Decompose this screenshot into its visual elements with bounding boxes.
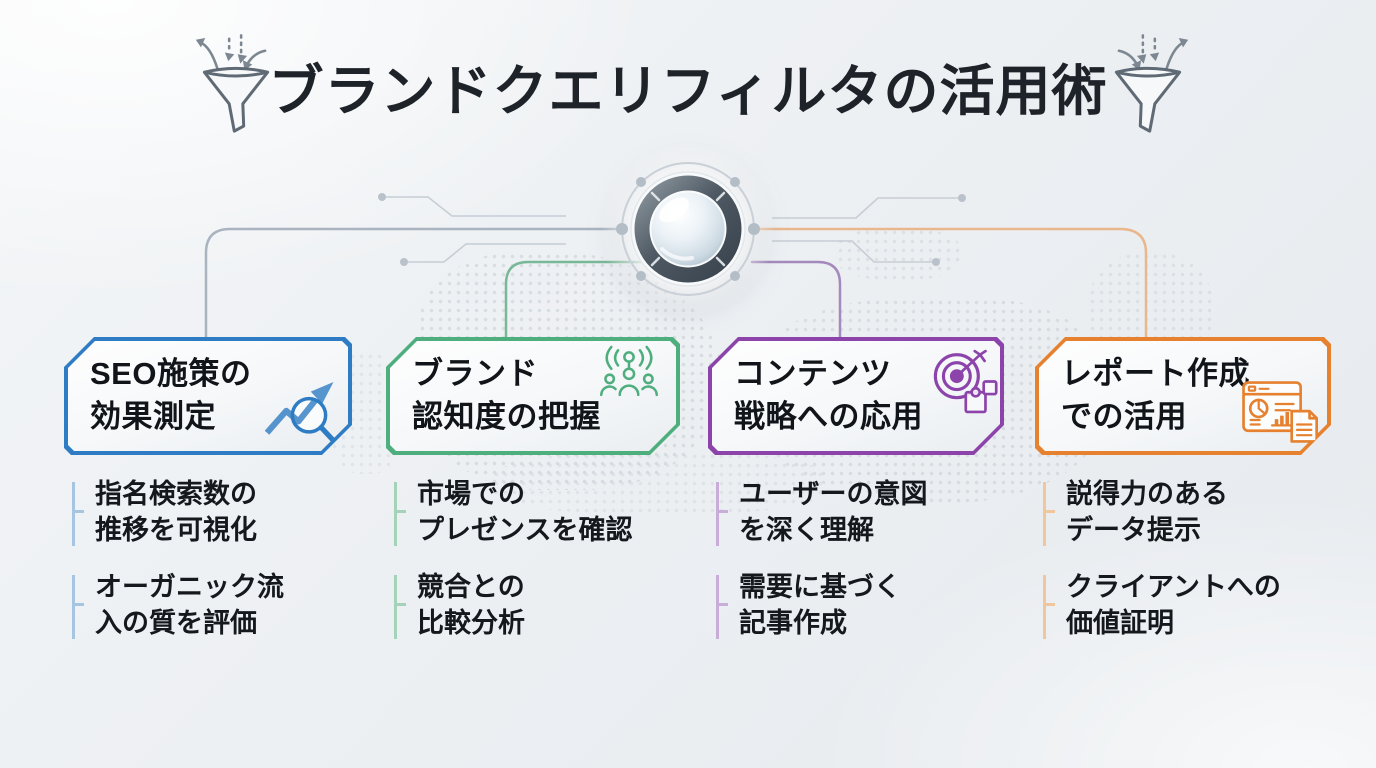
bullet-marker — [716, 570, 732, 642]
bullet-text: 説得力のある データ提示 — [1066, 479, 1228, 545]
bullet-item: 需要に基づく 記事作成 — [716, 570, 1004, 642]
bullet-text: 需要に基づく 記事作成 — [739, 571, 901, 638]
bullet-marker — [716, 477, 732, 549]
bullet-item: オーガニック流 入の質を評価 — [72, 570, 352, 642]
bullet-text: オーガニック流 入の質を評価 — [95, 571, 284, 638]
bullet-item: 説得力のある データ提示 — [1043, 477, 1331, 549]
bullet-text: クライアントへの 価値証明 — [1066, 571, 1281, 638]
magnifier-trend-icon — [260, 373, 344, 447]
funnel-in-out-icon — [195, 34, 270, 133]
bullet-text: 市場での プレゼンスを確認 — [417, 479, 633, 545]
card-surface — [390, 341, 676, 451]
card-heading: コンテンツ 戦略への応用 — [734, 356, 923, 434]
report-dashboard-icon — [1241, 379, 1321, 445]
card-heading: SEO施策の 効果測定 — [90, 356, 252, 434]
target-puzzle-icon — [930, 349, 998, 423]
bullet-marker — [394, 570, 410, 642]
bullet-marker — [72, 570, 88, 642]
card-heading: ブランド 認知度の把握 — [412, 356, 601, 434]
card-seo-measurement: SEO施策の 効果測定 — [64, 337, 352, 455]
bullet-marker — [1043, 570, 1059, 642]
bullet-marker — [72, 477, 88, 549]
bullet-text: 指名検索数の 推移を可視化 — [95, 479, 257, 545]
bullet-item: 市場での プレゼンスを確認 — [394, 477, 680, 549]
bullet-item: 指名検索数の 推移を可視化 — [72, 477, 352, 549]
lens-icon — [598, 139, 778, 319]
card-brand-awareness: ブランド 認知度の把握 — [386, 337, 680, 455]
bullet-item: クライアントへの 価値証明 — [1043, 570, 1331, 642]
funnel-in-out-icon — [1114, 34, 1189, 133]
bullet-item: ユーザーの意図 を深く理解 — [716, 477, 1004, 549]
bullet-marker — [394, 477, 410, 549]
card-content-strategy: コンテンツ 戦略への応用 — [708, 337, 1004, 455]
card-surface — [68, 341, 348, 451]
card-report-creation: レポート作成 での活用 — [1035, 337, 1331, 455]
card-heading: レポート作成 での活用 — [1061, 356, 1250, 434]
bullet-text: ユーザーの意図 を深く理解 — [739, 479, 928, 545]
bullet-marker — [1043, 477, 1059, 549]
bullet-text: 競合との 比較分析 — [417, 571, 525, 638]
bullet-item: 競合との 比較分析 — [394, 570, 680, 642]
page-title: ブランドクエリフィルタの活用術 — [268, 60, 1108, 122]
broadcast-audience-icon — [592, 345, 666, 401]
